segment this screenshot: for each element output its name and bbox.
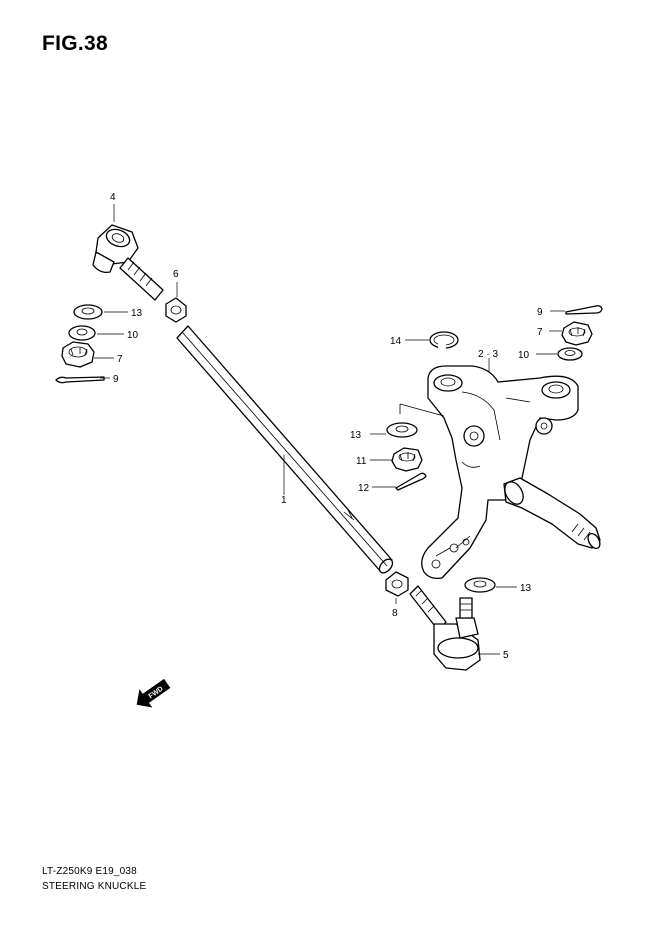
label-part-13-right: 13 <box>520 583 532 594</box>
label-part-10-right: 10 <box>518 350 530 361</box>
label-part-7-right: 7 <box>537 327 543 338</box>
lock-nut-part-8 <box>385 571 409 597</box>
label-part-14: 14 <box>390 336 402 347</box>
tie-rod-end-part-5 <box>409 585 481 671</box>
label-part-11: 11 <box>356 456 367 467</box>
cotter-pin-part-12 <box>395 472 427 491</box>
diagram-name: STEERING KNUCKLE <box>42 881 147 892</box>
model-code: LT-Z250K9 E19_038 <box>42 866 137 877</box>
label-part-13-mid: 13 <box>350 430 362 441</box>
castle-nut-part-7-left <box>61 341 95 368</box>
washer-part-13-mid <box>386 422 418 438</box>
castle-nut-part-11 <box>391 447 423 472</box>
label-part-5: 5 <box>503 650 509 661</box>
label-part-4: 4 <box>110 192 116 203</box>
label-part-2-3: 2 · 3 <box>478 349 498 360</box>
forward-direction-arrow-icon: FWD <box>136 678 171 708</box>
tie-rod-end-part-4 <box>92 224 164 301</box>
label-part-12: 12 <box>358 483 370 494</box>
lock-nut-part-6 <box>165 297 187 323</box>
label-part-9-right: 9 <box>537 307 543 318</box>
cotter-pin-part-9-left <box>55 376 105 384</box>
label-part-10-left: 10 <box>127 330 139 341</box>
label-part-8: 8 <box>392 608 398 619</box>
circlip-part-14 <box>429 331 459 349</box>
cotter-pin-part-9-right <box>565 305 603 315</box>
washer-part-10-left <box>68 325 96 341</box>
label-part-7-left: 7 <box>117 354 123 365</box>
label-part-6: 6 <box>173 269 179 280</box>
washer-part-13-right <box>464 577 496 593</box>
washer-part-13-left <box>73 304 103 320</box>
tie-rod-part-1 <box>176 325 394 574</box>
castle-nut-part-7-right <box>561 321 593 346</box>
figure-title: FIG.38 <box>42 32 108 55</box>
label-part-1: 1 <box>281 495 287 506</box>
label-part-9-left: 9 <box>113 374 119 385</box>
washer-part-10-right <box>557 347 583 361</box>
fwd-label: FWD <box>148 686 165 701</box>
steering-knuckle-part-2-3 <box>399 365 601 580</box>
label-part-13-left: 13 <box>131 308 143 319</box>
